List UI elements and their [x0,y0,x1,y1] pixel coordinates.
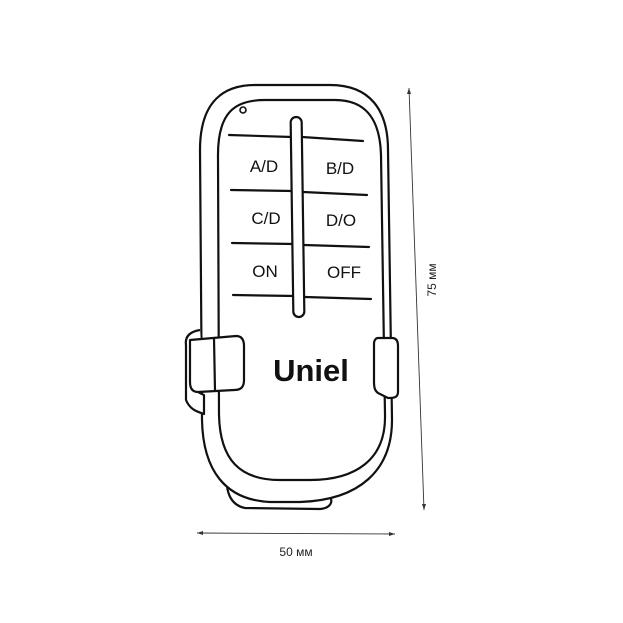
button-divider [227,133,365,143]
button-label-on: ON [252,262,278,281]
led-indicator [239,106,247,114]
width-dimension-line [196,531,396,536]
left-clip-edge [212,336,217,393]
button-label-d-o: D/O [326,211,356,230]
height-dimension-line [407,87,426,511]
button-label-off: OFF [327,263,361,282]
center-slot [289,115,306,319]
width-dimension-label: 50 мм [279,545,312,559]
button-divider [231,293,373,301]
button-label-b-d: B/D [326,159,354,178]
button-divider [230,241,371,249]
button-label-a-d: A/D [250,157,278,176]
button-divider [229,188,369,197]
brand-logo: Uniel [273,353,349,388]
height-dimension-label: 75 мм [425,263,439,296]
left-clip-tab [188,334,246,394]
button-label-c-d: C/D [251,209,280,228]
right-clip [372,336,400,400]
